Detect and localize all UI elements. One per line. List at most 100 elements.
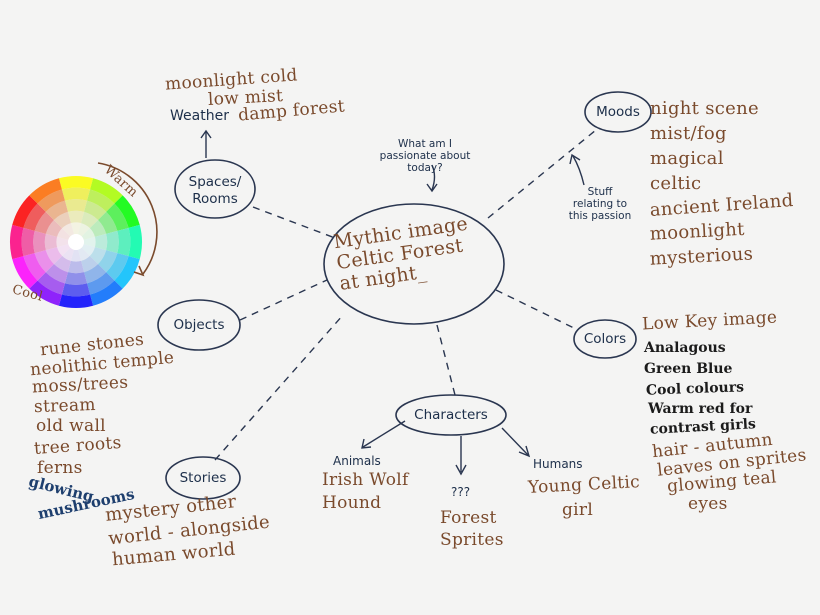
color-wheel-segment [106, 230, 119, 254]
stuff-line-3: this passion [568, 210, 632, 222]
color-wheel-segment [9, 224, 24, 260]
color-wheel-segment [21, 227, 35, 257]
color-wheel-segment [90, 280, 123, 306]
moods-node-ellipse [584, 91, 652, 133]
warm-cool-arc [97, 162, 158, 275]
center-node-ellipse [323, 203, 505, 325]
color-wheel-segment [106, 253, 129, 281]
color-wheel-segment [45, 219, 63, 237]
color-wheel-segment [37, 189, 65, 212]
question-line-2: passionate about [379, 150, 471, 162]
stuff-line-1: Stuff [587, 186, 613, 198]
color-wheel-segment [62, 247, 74, 261]
color-wheel-segment [94, 233, 108, 251]
objects-node-label: Objects [173, 317, 225, 333]
colors-item: Cool colours [645, 379, 745, 399]
humans-label: Humans [533, 457, 583, 471]
question-line-1: What am I [397, 138, 453, 150]
color-wheel-segment [90, 178, 123, 204]
question-note: What am I passionate about today? [372, 138, 478, 174]
stories-node-label: Stories [179, 470, 227, 486]
color-wheel-segment [62, 223, 74, 237]
characters-node-ellipse [395, 394, 507, 436]
objects-node-ellipse [157, 299, 241, 351]
color-wheel-segment [23, 203, 46, 231]
stuff-line-2: relating to [572, 198, 628, 210]
color-wheel-segment [29, 280, 62, 306]
color-wheel-segment [78, 247, 90, 261]
color-wheel-segment [33, 230, 46, 254]
colors-node-ellipse [573, 319, 637, 359]
humans-item-2: girl [562, 500, 594, 520]
color-wheel-segment [58, 176, 94, 190]
color-wheel-segment [44, 233, 58, 251]
color-wheel-segment [45, 264, 68, 284]
colors-item: Warm red for [648, 401, 753, 417]
colors-item: Green Blue [644, 361, 733, 377]
stuff-note: Stuff relating to this passion [555, 186, 645, 222]
characters-node-label: Characters [414, 407, 488, 423]
color-wheel-segment [106, 203, 129, 231]
color-wheel-segment [57, 228, 71, 240]
color-wheel-segment [84, 264, 107, 284]
color-wheel-segment [81, 211, 99, 229]
color-wheel-segment [89, 247, 107, 265]
arc-arrow-icon [133, 265, 145, 277]
color-wheel-segment [34, 250, 54, 273]
color-wheel-segment [98, 211, 118, 234]
animals-item-1: Irish Wolf [322, 470, 409, 490]
objects-item: moss/trees [31, 372, 129, 398]
spaces-node-label: Spaces/ Rooms [188, 174, 242, 207]
question-line-3: today? [407, 162, 443, 174]
color-wheel-segment [45, 247, 63, 265]
objects-item: ferns [37, 458, 83, 478]
color-wheel-segment [67, 260, 85, 274]
connector-lines [214, 129, 597, 461]
color-wheel-segment [12, 195, 38, 228]
animals-label: Animals [333, 454, 381, 468]
moods-item: mist/fog [650, 123, 727, 144]
color-wheel-segment [70, 249, 82, 262]
color-wheel-segment [70, 222, 82, 235]
moods-item: celtic [650, 173, 702, 194]
color-wheel-segment [53, 211, 71, 229]
color-wheel-segment [83, 236, 96, 248]
color-wheel-segment [34, 211, 54, 234]
color-wheel-segment [84, 200, 107, 220]
sprites-item-2: Sprites [440, 530, 504, 550]
arrows [200, 129, 585, 476]
moods-item: night scene [650, 98, 759, 119]
color-wheel-segment [56, 236, 69, 248]
weather-label: Weather [170, 108, 229, 124]
color-wheel-segment [114, 195, 140, 228]
color-wheel-segment [57, 244, 71, 256]
color-wheel-segment [61, 283, 91, 297]
color-wheel [9, 176, 142, 308]
color-wheel-segment [61, 187, 91, 201]
color-wheel-segment [64, 272, 88, 285]
moods-item: magical [650, 148, 724, 169]
color-wheel-segment [114, 256, 140, 289]
color-wheel-segment [64, 199, 88, 212]
color-wheel-segment [53, 255, 71, 273]
color-wheel-segment [98, 250, 118, 273]
unknown-label: ??? [451, 485, 471, 499]
color-wheel-segment [23, 253, 46, 281]
color-wheel-segment [89, 219, 107, 237]
colors-item: Analagous [644, 340, 726, 356]
moods-list: night scene mist/fog magical celtic anci… [649, 98, 794, 272]
stories-node-ellipse [165, 456, 241, 500]
animals-item-2: Hound [322, 493, 382, 513]
color-wheel-segment [12, 256, 38, 289]
colors-extra: eyes [688, 494, 728, 514]
objects-item: old wall [36, 416, 106, 436]
color-wheel-segment [37, 272, 65, 295]
color-wheel-center [68, 234, 84, 250]
color-wheel-segment [81, 228, 95, 240]
color-wheel-segment [81, 255, 99, 273]
color-wheel-segment [45, 200, 68, 220]
color-wheel-segment [67, 210, 85, 224]
objects-item: stream [33, 394, 97, 418]
moods-node-label: Moods [596, 104, 640, 120]
